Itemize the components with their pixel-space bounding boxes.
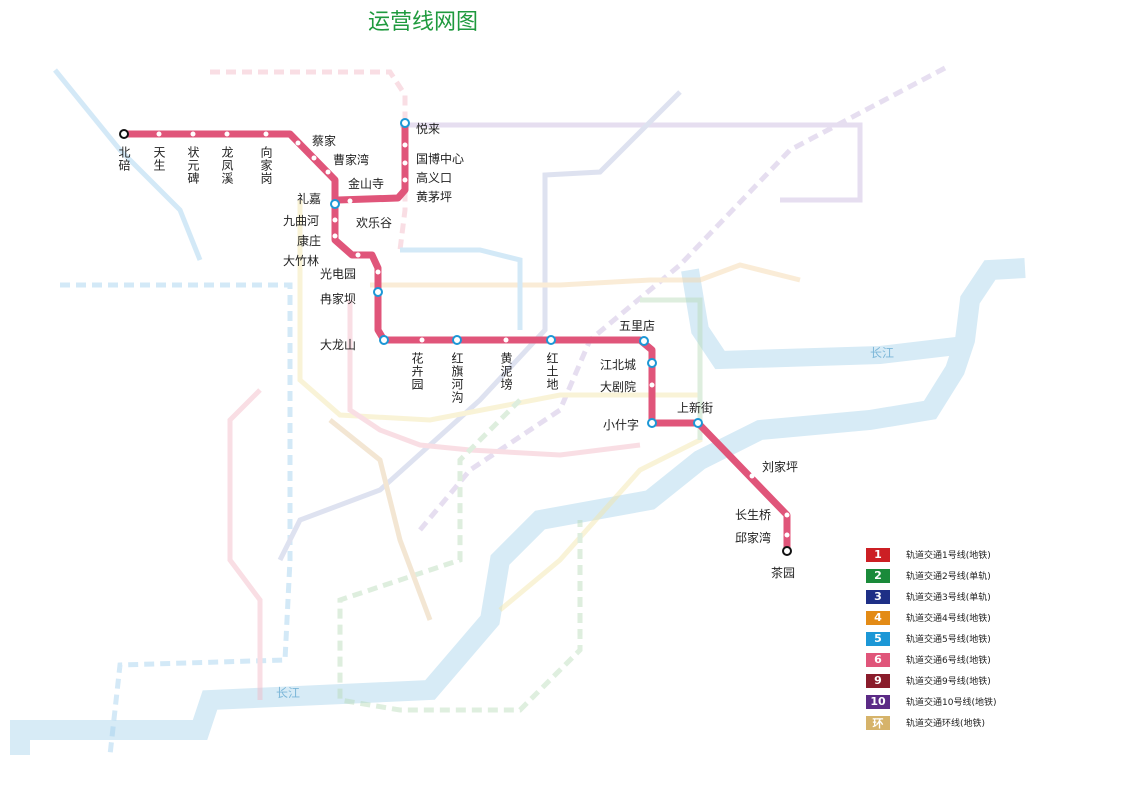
terminal-chayuan xyxy=(782,546,792,556)
legend-line-badge: 6 xyxy=(866,652,890,667)
station-label[interactable]: 茶园 xyxy=(771,566,796,580)
station-label[interactable]: 江北城 xyxy=(600,358,637,372)
station-label[interactable]: 九曲河 xyxy=(283,214,320,228)
station-label[interactable]: 五里店 xyxy=(619,319,656,333)
station-label[interactable]: 红土地 xyxy=(545,352,559,391)
legend-line-badge: 1 xyxy=(866,547,890,562)
legend-row[interactable]: 环 轨道交通环线(地铁) xyxy=(866,712,996,733)
legend: 1 轨道交通1号线(地铁) 2 轨道交通2号线(单轨) 3 轨道交通3号线(单轨) 4 轨道交… xyxy=(866,544,996,733)
station-label[interactable]: 悦来 xyxy=(416,122,441,136)
legend-line-label: 轨道交通10号线(地铁) xyxy=(906,698,997,708)
station-label[interactable]: 礼嘉 xyxy=(297,192,322,206)
station-label[interactable]: 上新街 xyxy=(677,401,714,415)
station-label[interactable]: 大剧院 xyxy=(600,380,637,394)
legend-line-label: 轨道交通2号线(单轨) xyxy=(906,572,991,582)
line-6-branch xyxy=(337,123,409,204)
station-label[interactable]: 康庄 xyxy=(297,234,322,248)
legend-line-badge: 3 xyxy=(866,589,890,604)
legend-line-label: 轨道交通6号线(地铁) xyxy=(906,656,991,666)
station-label[interactable]: 国博中心 xyxy=(416,152,465,166)
legend-line-label: 轨道交通5号线(地铁) xyxy=(906,635,991,645)
station-label[interactable]: 大龙山 xyxy=(320,338,357,352)
river-label: 长江 xyxy=(870,346,895,360)
legend-row[interactable]: 3 轨道交通3号线(单轨) xyxy=(866,586,996,607)
legend-row[interactable]: 2 轨道交通2号线(单轨) xyxy=(866,565,996,586)
station-label[interactable]: 邱家湾 xyxy=(735,531,772,545)
river-label-2: 长江 xyxy=(276,686,301,700)
legend-row[interactable]: 5 轨道交通5号线(地铁) xyxy=(866,628,996,649)
terminal-beibei xyxy=(119,129,129,139)
legend-line-badge: 2 xyxy=(866,568,890,583)
station-label[interactable]: 金山寺 xyxy=(348,177,385,191)
station-label[interactable]: 高义口 xyxy=(416,171,453,185)
station-label[interactable]: 红旗河沟 xyxy=(450,352,464,404)
legend-row[interactable]: 9 轨道交通9号线(地铁) xyxy=(866,670,996,691)
river-branch xyxy=(681,268,967,370)
station-label[interactable]: 大竹林 xyxy=(283,254,320,268)
station-label[interactable]: 冉家坝 xyxy=(320,292,357,306)
legend-line-badge: 4 xyxy=(866,610,890,625)
station-label[interactable]: 光电园 xyxy=(320,267,357,281)
legend-line-label: 轨道交通3号线(单轨) xyxy=(906,593,991,603)
legend-row[interactable]: 10 轨道交通10号线(地铁) xyxy=(866,691,996,712)
station-label[interactable]: 长生桥 xyxy=(735,508,772,522)
station-label[interactable]: 北碚 xyxy=(117,146,131,172)
legend-line-label: 轨道交通环线(地铁) xyxy=(906,719,986,729)
station-label[interactable]: 向家岗 xyxy=(259,146,273,185)
station-label[interactable]: 龙凤溪 xyxy=(220,146,234,185)
station-label[interactable]: 花卉园 xyxy=(410,352,424,391)
station-label[interactable]: 曹家湾 xyxy=(333,153,370,167)
station-label[interactable]: 天生 xyxy=(152,146,166,172)
legend-line-label: 轨道交通1号线(地铁) xyxy=(906,551,991,561)
legend-line-badge: 9 xyxy=(866,673,890,688)
station-label[interactable]: 状元碑 xyxy=(186,146,200,185)
station-label[interactable]: 蔡家 xyxy=(312,134,337,148)
line6-station-markers xyxy=(119,118,792,556)
station-label[interactable]: 黄茅坪 xyxy=(416,190,453,204)
legend-line-label: 轨道交通9号线(地铁) xyxy=(906,677,991,687)
station-label[interactable]: 小什字 xyxy=(603,418,640,432)
legend-line-badge: 环 xyxy=(866,715,890,730)
station-label[interactable]: 欢乐谷 xyxy=(356,216,393,230)
legend-row[interactable]: 4 轨道交通4号线(地铁) xyxy=(866,607,996,628)
legend-row[interactable]: 6 轨道交通6号线(地铁) xyxy=(866,649,996,670)
legend-row[interactable]: 1 轨道交通1号线(地铁) xyxy=(866,544,996,565)
station-label[interactable]: 黄泥塝 xyxy=(499,352,513,391)
yangtze-river xyxy=(10,258,1026,755)
page-title: 运营线网图 xyxy=(368,10,479,35)
legend-line-badge: 5 xyxy=(866,631,890,646)
legend-line-label: 轨道交通4号线(地铁) xyxy=(906,614,991,624)
legend-line-badge: 10 xyxy=(866,694,890,709)
station-label[interactable]: 刘家坪 xyxy=(762,460,799,474)
